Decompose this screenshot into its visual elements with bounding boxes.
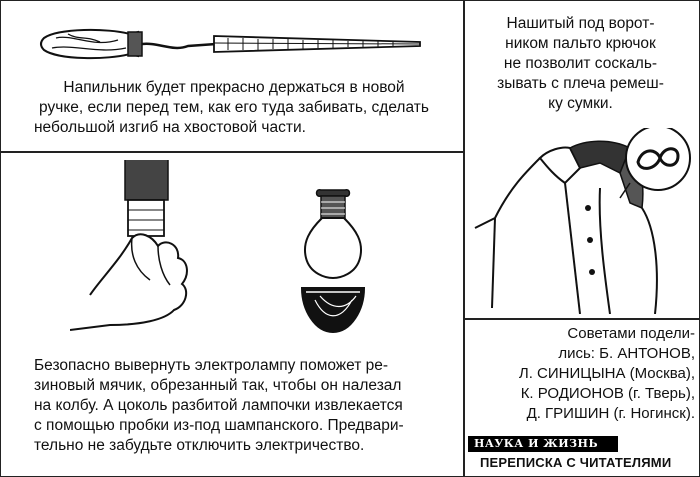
- tip-bulb-line: Безопасно вывернуть электролампу поможет…: [34, 357, 389, 374]
- tip-file-line: небольшой изгиб на хвостовой части.: [34, 119, 306, 136]
- tip-file-line: ручке, если перед тем, как его туда заби…: [39, 99, 429, 116]
- credits-text: Советами подели- лись: Б. АНТОНОВ, Л. СИ…: [480, 324, 695, 424]
- credits-line: Л. СИНИЦЫНА (Москва),: [518, 365, 695, 382]
- hand-bulb-illustration: [70, 160, 366, 334]
- tip-coat-line: не позволит соскаль-: [503, 55, 658, 72]
- journal-banner: НАУКА И ЖИЗНЬ: [468, 436, 618, 452]
- credits-line: Д. ГРИШИН (г. Ногинск).: [526, 405, 695, 422]
- tip-coat-text: Нашитый под ворот- ником пальто крючок н…: [478, 14, 683, 114]
- credits-line: Советами подели-: [567, 325, 695, 342]
- credits-line: К. РОДИОНОВ (г. Тверь),: [520, 385, 695, 402]
- rubric-title: ПЕРЕПИСКА С ЧИТАТЕЛЯМИ: [480, 455, 672, 470]
- tip-coat-line: Нашитый под ворот-: [506, 15, 655, 32]
- tip-bulb-line: с помощью пробки из-под шампанского. Пре…: [34, 417, 404, 434]
- tip-bulb-text: Безопасно вывернуть электролампу поможет…: [34, 356, 454, 456]
- tip-coat-line: ником пальто крючок: [505, 35, 656, 52]
- tip-file-text: Напильник будет прекрасно держаться в но…: [34, 78, 434, 138]
- tip-bulb-line: зиновый мячик, обрезанный так, чтобы он …: [34, 377, 402, 394]
- divider-right: [463, 318, 700, 320]
- tip-coat-line: ку сумки.: [548, 95, 613, 112]
- tip-coat-line: зывать с плеча ремеш-: [497, 75, 664, 92]
- tip-file-line: Напильник будет прекрасно держаться в но…: [63, 79, 405, 96]
- tip-bulb-line: на колбу. А цоколь разбитой лампочки изв…: [34, 397, 403, 414]
- divider-vertical: [463, 0, 465, 477]
- tip-bulb-line: тельно не забудьте отключить электричест…: [34, 437, 365, 454]
- file-illustration: [40, 28, 421, 60]
- credits-line: лись: Б. АНТОНОВ,: [558, 345, 695, 362]
- coat-illustration: [474, 128, 691, 314]
- divider-top-left: [0, 151, 464, 153]
